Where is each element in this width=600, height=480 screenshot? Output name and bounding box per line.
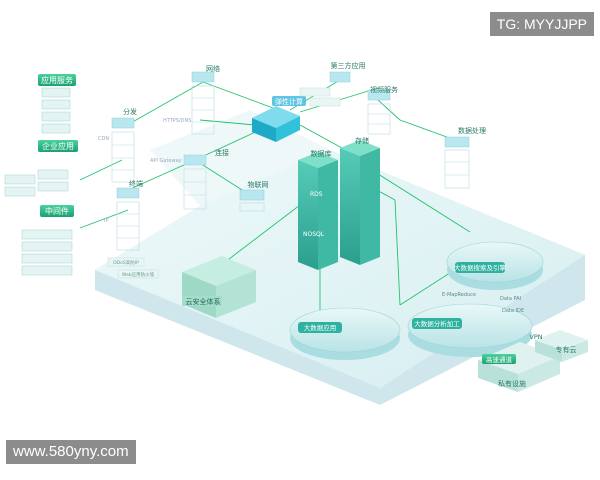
- iot-label: 物联网: [248, 180, 269, 189]
- terminal-label: 终端: [129, 179, 143, 188]
- waf-label: Web应用防火墙: [122, 271, 155, 278]
- storage-tower: 存储: [340, 136, 380, 265]
- database-tower: 数据库 RDS NOSQL: [298, 149, 338, 270]
- cloud-security-block: 云安全体系 DDoS高防IP Web应用防火墙: [107, 256, 256, 318]
- bigdata-search-disk: 大数据搜索及引擎: [446, 241, 544, 290]
- video-service-block: 视频服务: [367, 85, 398, 135]
- middleware-panel: 中间件: [21, 205, 74, 276]
- ddos-label: DDoS高防IP: [113, 259, 139, 266]
- middleware-label: 中间件: [45, 206, 69, 216]
- nosql-label: NOSQL: [303, 231, 325, 238]
- rds-label: RDS: [310, 191, 323, 198]
- cdn-label: CDN: [98, 136, 109, 142]
- video-service-label: 视频服务: [370, 85, 398, 94]
- bigdata-analysis-disk: 大数据分析加工 Data PAI Data IDE E-MapReduce: [407, 292, 533, 357]
- iot-tower: 物联网: [239, 180, 269, 212]
- app-service-panel: 应用服务: [38, 74, 76, 134]
- enterprise-app-label: 企业应用: [42, 141, 74, 151]
- private-cloud-block: VPN 专有云: [529, 330, 588, 362]
- distribution-tower: 分发 CDN: [98, 107, 137, 183]
- app-service-label: 应用服务: [41, 75, 73, 85]
- third-party-block: 第三方应用: [299, 61, 366, 107]
- data-processing-label: 数据处理: [458, 126, 486, 135]
- bigdata-app-label: 大数据应用: [304, 323, 337, 332]
- data-ide-label: Data IDE: [502, 308, 524, 314]
- storage-label: 存储: [355, 136, 369, 145]
- private-cloud-label: 专有云: [556, 345, 577, 354]
- third-party-label: 第三方应用: [331, 61, 366, 70]
- elastic-compute-block: 弹性计算: [252, 96, 306, 142]
- watermark-top: TG: MYYJJPP: [489, 12, 594, 36]
- high-speed-channel-label: 高速通道: [486, 355, 513, 364]
- network-label: 网络: [206, 64, 220, 73]
- vpn-label: VPN: [529, 333, 542, 341]
- data-processing-block: 数据处理: [444, 126, 486, 189]
- api-gateway-label: API Gateway: [150, 158, 182, 164]
- watermark-bottom: www.580yny.com: [6, 440, 136, 464]
- terminal-tower: 终端 IP: [104, 179, 143, 251]
- https-label: HTTPS/DNS: [163, 118, 191, 124]
- enterprise-app-panel: 企业应用: [4, 140, 78, 197]
- private-facility-label: 私有设施: [498, 379, 526, 388]
- distribution-label: 分发: [123, 107, 137, 116]
- emr-label: E-MapReduce: [442, 292, 476, 298]
- network-tower: 网络 HTTPS/DNS: [163, 64, 220, 135]
- database-label: 数据库: [311, 149, 332, 158]
- ip-label: IP: [104, 218, 109, 224]
- connection-tower: 连接 API Gateway: [150, 148, 229, 210]
- bigdata-search-label: 大数据搜索及引擎: [454, 263, 507, 272]
- connection-label: 连接: [215, 148, 229, 157]
- bigdata-analysis-label: 大数据分析加工: [414, 319, 460, 328]
- elastic-compute-label: 弹性计算: [275, 97, 303, 106]
- cloud-security-label: 云安全体系: [186, 297, 221, 306]
- bigdata-app-disk: 大数据应用: [289, 307, 401, 360]
- data-pai-label: Data PAI: [500, 296, 521, 302]
